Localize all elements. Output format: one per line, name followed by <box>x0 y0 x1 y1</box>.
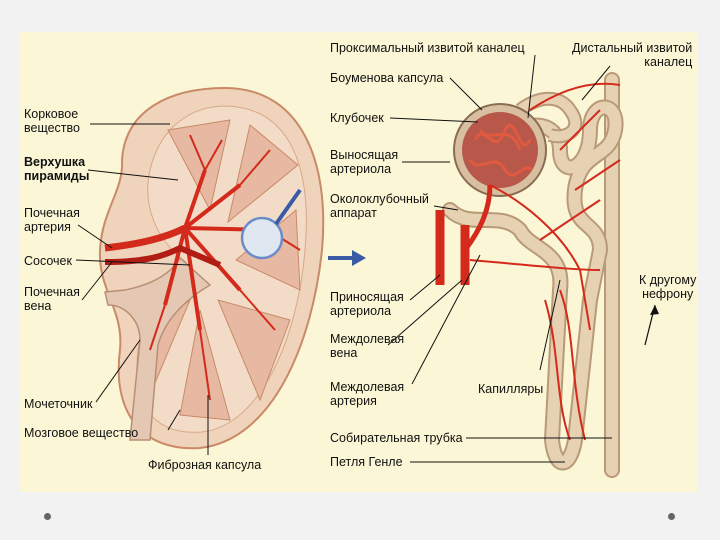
label-efferent-arteriole: Выносящая артериола <box>330 148 398 176</box>
label-glomerulus: Клубочек <box>330 111 384 125</box>
label-henle-loop: Петля Генле <box>330 455 403 469</box>
label-renal-vein: Почечная вена <box>24 285 80 313</box>
label-fibrous-capsule: Фиброзная капсула <box>148 458 261 472</box>
nephron-drawing <box>440 80 659 470</box>
label-to-other-nephron: К другому нефрону <box>639 273 696 301</box>
label-papilla: Сосочек <box>24 254 72 268</box>
label-medulla: Мозговое вещество <box>24 426 138 440</box>
label-pyramid-apex: Верхушка пирамиды <box>24 155 89 183</box>
label-collecting-duct: Собирательная трубка <box>330 431 463 445</box>
zoom-arrow-icon <box>328 250 366 266</box>
label-cortex: Корковое вещество <box>24 107 80 135</box>
label-interlobar-artery: Междолевая артерия <box>330 380 404 408</box>
label-capillaries: Капилляры <box>478 382 543 396</box>
label-bowman-capsule: Боуменова капсула <box>330 71 443 85</box>
label-distal-tubule: Дистальный извитой каналец <box>572 41 692 69</box>
kidney-drawing <box>100 88 323 448</box>
slide-dot-right-icon <box>668 513 675 520</box>
label-renal-artery: Почечная артерия <box>24 206 80 234</box>
label-proximal-tubule: Проксимальный извитой каналец <box>330 41 525 55</box>
label-ureter: Мочеточник <box>24 397 92 411</box>
slide-dot-left-icon <box>44 513 51 520</box>
label-interlobar-vein: Междолевая вена <box>330 332 404 360</box>
label-juxtaglomerular: Околоклубочный аппарат <box>330 192 429 220</box>
label-afferent-arteriole: Приносящая артериола <box>330 290 404 318</box>
